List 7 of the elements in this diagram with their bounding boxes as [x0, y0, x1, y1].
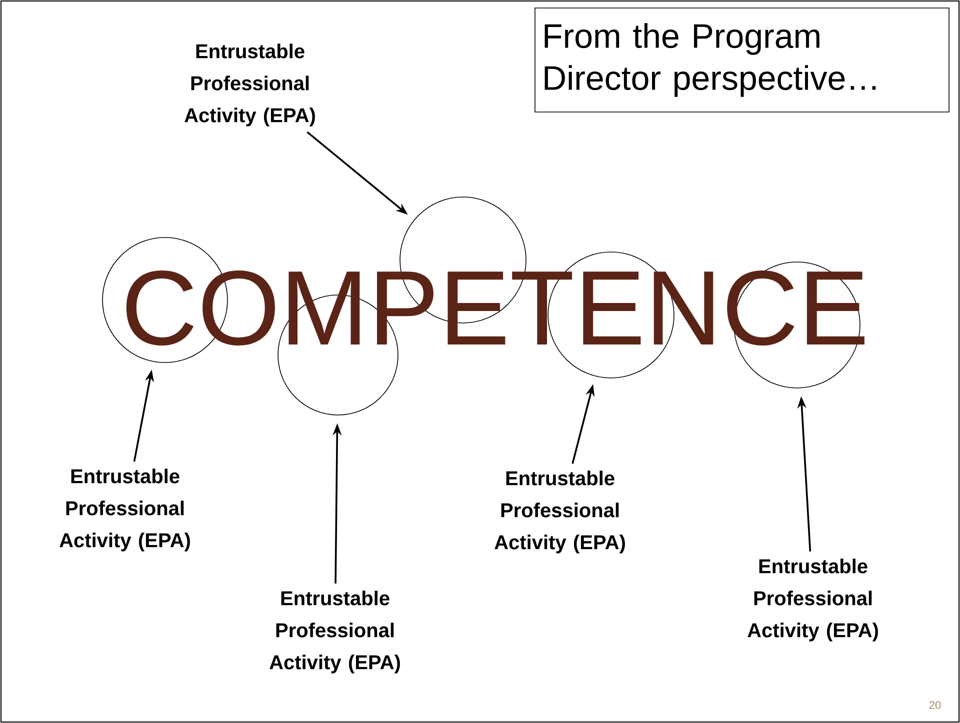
callout-text: Entrustable Professional Activity (EPA)	[60, 468, 190, 552]
callout-text: Entrustable Professional Activity (EPA)	[494, 470, 625, 554]
callout-text: Entrustable Professional Activity (EPA)	[748, 558, 878, 642]
callout-text: Entrustable Professional Activity (EPA)	[184, 44, 315, 126]
page-number: 20	[929, 701, 941, 709]
callout-text: Entrustable Professional Activity (EPA)	[270, 590, 400, 674]
title-box: From the Program Director perspective…	[534, 8, 950, 112]
